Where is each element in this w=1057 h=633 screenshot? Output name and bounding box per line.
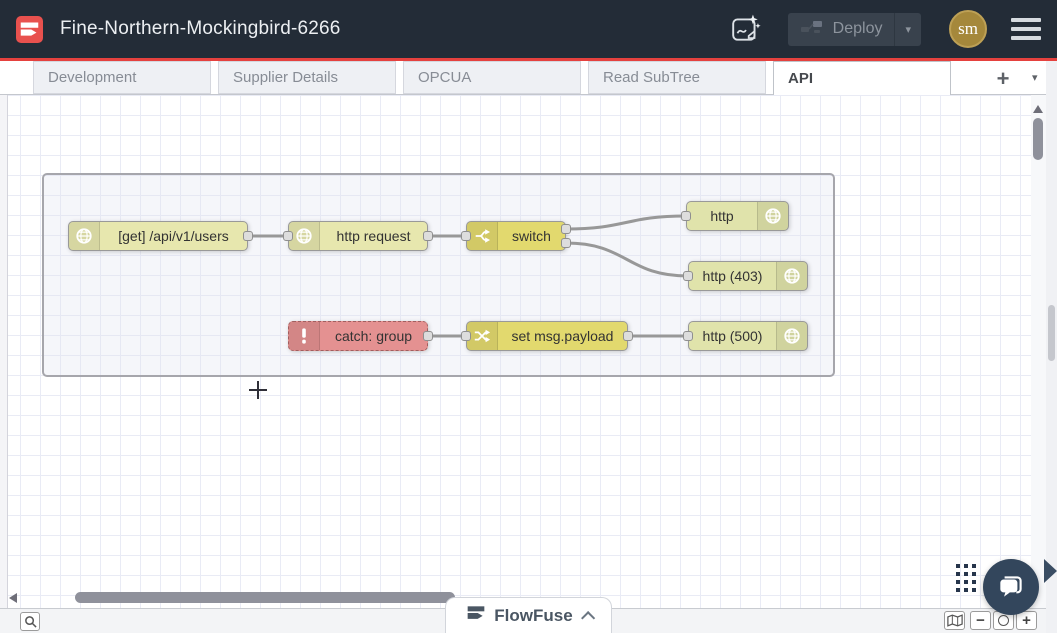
deploy-options-caret[interactable]: ▾ [894,12,921,46]
tab-development[interactable]: Development [33,61,211,94]
header-bar: Fine-Northern-Mockingbird-6266 Deploy ▾ … [0,0,1057,58]
switch-icon [467,222,498,250]
deploy-status-icon [800,19,824,40]
input-port[interactable] [461,331,471,341]
chevron-up-icon[interactable] [580,610,595,625]
zoom-controls: − + [944,611,1037,630]
node-label: switch [512,228,551,244]
globe-icon [776,322,807,350]
globe-icon [776,262,807,290]
ai-assistant-icon[interactable] [730,13,762,45]
node-label: http [710,208,734,224]
zoom-out-button[interactable]: − [970,611,991,630]
output-port[interactable] [623,331,633,341]
input-port[interactable] [283,231,293,241]
deploy-button[interactable]: Deploy ▾ [787,12,921,46]
flowfuse-toolbar-badge[interactable]: FlowFuse [445,597,612,633]
wire[interactable] [564,241,690,278]
output-port[interactable] [423,331,433,341]
map-icon [946,614,963,627]
chat-drag-handle-icon[interactable] [956,564,976,592]
scroll-up-arrow-icon[interactable] [1033,105,1043,113]
flow-node-http-500-[interactable]: http (500) [688,321,808,351]
search-button[interactable] [20,612,40,631]
canvas-vertical-scrollbar[interactable] [1031,95,1046,608]
globe-icon [289,222,320,250]
search-icon [24,616,37,628]
wires-layer [246,214,690,338]
page-scroll-thumb[interactable] [1048,305,1055,361]
node-label: http (500) [702,328,763,344]
deploy-label: Deploy [832,20,883,37]
chat-button[interactable] [983,559,1039,615]
node-label: set msg.payload [511,328,614,344]
node-label: [get] /api/v1/users [118,228,229,244]
wire[interactable] [564,214,688,231]
node-label: http request [336,228,411,244]
main-menu-icon[interactable] [1011,18,1041,40]
navigator-button[interactable] [944,611,965,630]
zoom-reset-icon [998,615,1009,626]
vertical-scroll-thumb[interactable] [1033,118,1043,160]
tab-read-subtree[interactable]: Read SubTree [588,61,766,94]
flow-canvas[interactable]: [get] /api/v1/users http request switch htt… [0,95,1046,608]
canvas-horizontal-scrollbar[interactable] [0,590,1020,606]
accent-divider [0,58,1057,61]
exclamation-icon [289,322,320,350]
tab-opcua[interactable]: OPCUA [403,61,581,94]
horizontal-scroll-thumb[interactable] [75,592,455,603]
palette-edge [0,95,8,608]
output-port[interactable] [243,231,253,241]
flow-node-catch-group[interactable]: catch: group [288,321,428,351]
node-label: catch: group [334,328,413,344]
node-label: http (403) [702,268,763,284]
flow-node-set-msg-payload[interactable]: set msg.payload [466,321,628,351]
zoom-in-button[interactable]: + [1016,611,1037,630]
tab-supplier-details[interactable]: Supplier Details [218,61,396,94]
flow-node-http-403-[interactable]: http (403) [688,261,808,291]
flow-node--get-api-v1-users[interactable]: [get] /api/v1/users [68,221,248,251]
output-port[interactable] [561,238,571,248]
flowfuse-brand-label: FlowFuse [494,605,573,625]
input-port[interactable] [683,331,693,341]
add-flow-button[interactable]: + [990,65,1016,91]
globe-icon [757,202,788,230]
flowfuse-mark-icon [466,603,486,628]
panel-pointer [1044,559,1057,583]
input-port[interactable] [683,271,693,281]
flow-node-http-request[interactable]: http request [288,221,428,251]
page-scrollbar[interactable] [1046,61,1057,633]
chat-icon [1000,576,1022,597]
flow-list-caret-icon[interactable]: ▾ [1026,70,1044,85]
flow-node-http[interactable]: http [686,201,789,231]
tab-api[interactable]: API [773,61,951,95]
input-port[interactable] [681,211,691,221]
flowfuse-logo-icon [16,15,43,43]
input-port[interactable] [461,231,471,241]
crosshair-cursor [249,381,267,399]
instance-title: Fine-Northern-Mockingbird-6266 [60,18,341,39]
output-port[interactable] [423,231,433,241]
globe-icon [69,222,100,250]
user-avatar[interactable]: sm [949,10,987,48]
scroll-left-arrow-icon[interactable] [9,593,17,603]
flow-node-switch[interactable]: switch [466,221,566,251]
output-port[interactable] [561,224,571,234]
change-icon [467,322,498,350]
